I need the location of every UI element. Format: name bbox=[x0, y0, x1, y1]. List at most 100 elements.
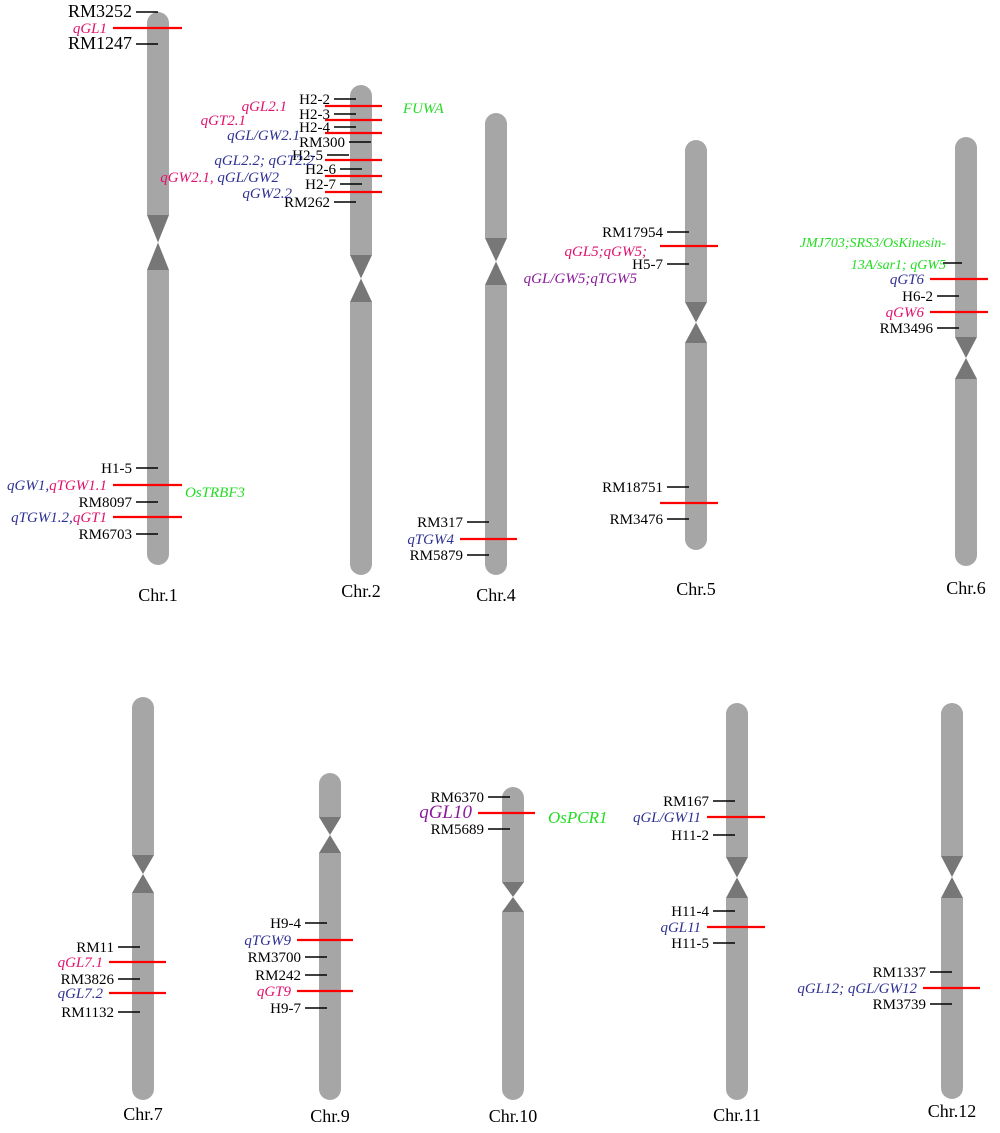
qtl-label-part: qGL11 bbox=[660, 920, 701, 936]
chr2-upper-arm bbox=[350, 85, 372, 255]
chr6-lower-arm bbox=[955, 379, 977, 566]
chr11-lower-arm bbox=[726, 898, 748, 1100]
marker-label: H1-5 bbox=[101, 461, 132, 477]
marker-label: H9-7 bbox=[270, 1001, 301, 1017]
marker-label: H2-4 bbox=[299, 120, 330, 136]
chr6-centromere bbox=[955, 337, 977, 379]
qtl-label: qGL12; qGL/GW12 bbox=[797, 981, 917, 997]
marker-label: RM5879 bbox=[410, 548, 463, 564]
qtl-label-part: qGL/GW11 bbox=[633, 810, 701, 826]
qtl-label-part: qGL1 bbox=[73, 21, 107, 37]
marker-label: RM3252 bbox=[68, 1, 132, 21]
chromosome-label: Chr.4 bbox=[476, 585, 516, 605]
qtl-label: qGT9 bbox=[257, 984, 292, 1000]
marker-label: RM3826 bbox=[61, 972, 115, 988]
chromosome-label: Chr.7 bbox=[123, 1104, 163, 1124]
qtl-label-part: qTGW1.1 bbox=[49, 478, 107, 494]
chr9-lower-arm bbox=[319, 853, 341, 1100]
marker-label: RM18751 bbox=[602, 480, 663, 496]
qtl-label: qGL1 bbox=[73, 21, 107, 37]
qtl-label: qGL7.1 bbox=[58, 955, 103, 971]
chr9-centromere bbox=[319, 817, 341, 853]
qtl-label: qGW2.1, qGL/GW2 bbox=[160, 170, 279, 186]
chr5-upper-arm bbox=[685, 140, 707, 302]
qtl-label: qGW1,qTGW1.1 bbox=[7, 478, 107, 494]
gene-label: FUWA bbox=[402, 101, 444, 117]
chr4-lower-arm bbox=[485, 285, 507, 575]
qtl-label-part: qTGW4 bbox=[407, 532, 454, 548]
chromosome-label: Chr.9 bbox=[310, 1106, 350, 1126]
qtl-label: qGW6 bbox=[886, 305, 925, 321]
gene-label: OsTRBF3 bbox=[185, 485, 245, 501]
chr10-upper-arm bbox=[502, 787, 524, 882]
qtl-label-part: qGL2.1 bbox=[242, 99, 287, 115]
marker-label: H2-6 bbox=[305, 162, 336, 178]
marker-label: H11-4 bbox=[671, 904, 709, 920]
marker-label: RM3496 bbox=[880, 321, 934, 337]
chromosome-label: Chr.2 bbox=[341, 581, 381, 601]
marker-label: RM5689 bbox=[431, 822, 484, 838]
qtl-label: qGL11 bbox=[660, 920, 701, 936]
gene-label: OsPCR1 bbox=[548, 808, 608, 827]
chromosome-label: Chr.12 bbox=[928, 1101, 977, 1121]
marker-label: RM242 bbox=[255, 968, 301, 984]
marker-label: RM1132 bbox=[61, 1005, 114, 1021]
qtl-label: qGL2.2; qGT2.2 bbox=[214, 153, 314, 169]
chr12-lower-arm bbox=[941, 898, 963, 1099]
marker-label: RM3700 bbox=[248, 950, 301, 966]
qtl-label: qGT6 bbox=[890, 272, 925, 288]
chr5-centromere bbox=[685, 302, 707, 343]
qtl-label-part: qGT1 bbox=[73, 510, 107, 526]
marker-label: H6-2 bbox=[902, 289, 933, 305]
marker-label: RM317 bbox=[417, 515, 463, 531]
qtl-label-part: qGL5;qGW5; bbox=[565, 244, 648, 260]
qtl-label-part: qGL/GW5;qTGW5 bbox=[524, 271, 638, 287]
chr4-upper-arm bbox=[485, 113, 507, 238]
chr1-centromere bbox=[147, 215, 169, 270]
qtl-label: qGL7.2 bbox=[58, 986, 104, 1002]
chr12-centromere bbox=[941, 856, 963, 898]
chr2-lower-arm bbox=[350, 302, 372, 575]
marker-label: H2-5 bbox=[292, 148, 323, 164]
chr7-lower-arm bbox=[132, 893, 154, 1100]
marker-label: RM6703 bbox=[79, 527, 132, 543]
chromosome-label: Chr.6 bbox=[946, 578, 986, 598]
qtl-label-part: qGT2.1 bbox=[201, 113, 246, 129]
chr5-group: Chr.5RM17954H5-7RM18751RM3476qGL5;qGW5;q… bbox=[524, 140, 718, 599]
chromosome-label: Chr.11 bbox=[713, 1105, 761, 1125]
marker-label: RM6370 bbox=[431, 790, 484, 806]
chr10-centromere bbox=[502, 882, 524, 912]
chr1-lower-arm bbox=[147, 270, 169, 565]
chr10-lower-arm bbox=[502, 912, 524, 1100]
chr6-upper-arm bbox=[955, 137, 977, 337]
qtl-label-part: qGL10 bbox=[419, 802, 472, 823]
marker-label: H2-3 bbox=[299, 107, 330, 123]
qtl-label-part: qGL12; qGL/GW12 bbox=[797, 981, 917, 997]
chr11-upper-arm bbox=[726, 703, 748, 857]
qtl-label: qGL/GW2.1 bbox=[227, 128, 300, 144]
chromosome-label: Chr.10 bbox=[489, 1106, 538, 1126]
chr7-centromere bbox=[132, 855, 154, 893]
marker-label: RM8097 bbox=[79, 495, 133, 511]
marker-label: RM300 bbox=[299, 135, 345, 151]
qtl-label-part: qGW6 bbox=[886, 305, 925, 321]
qtl-label: qTGW1.2,qGT1 bbox=[11, 510, 107, 526]
chr2-centromere bbox=[350, 255, 372, 302]
qtl-label-part: qGT6 bbox=[890, 272, 925, 288]
marker-label: RM167 bbox=[663, 794, 709, 810]
qtl-label-part: qGL/GW2.1 bbox=[227, 128, 300, 144]
qtl-label: qGL/GW11 bbox=[633, 810, 701, 826]
marker-label: RM1337 bbox=[873, 965, 927, 981]
qtl-label-part: qGW2.2 bbox=[242, 186, 292, 202]
qtl-label-part: qGL7.2 bbox=[58, 986, 104, 1002]
qtl-label-part: qTGW9 bbox=[244, 933, 291, 949]
qtl-label: qGW2.2 bbox=[242, 186, 292, 202]
marker-label: RM11 bbox=[76, 940, 114, 956]
chr6-group: Chr.6H6-2RM3496qGT6qGW6JMJ703;SRS3/OsKin… bbox=[800, 137, 988, 598]
